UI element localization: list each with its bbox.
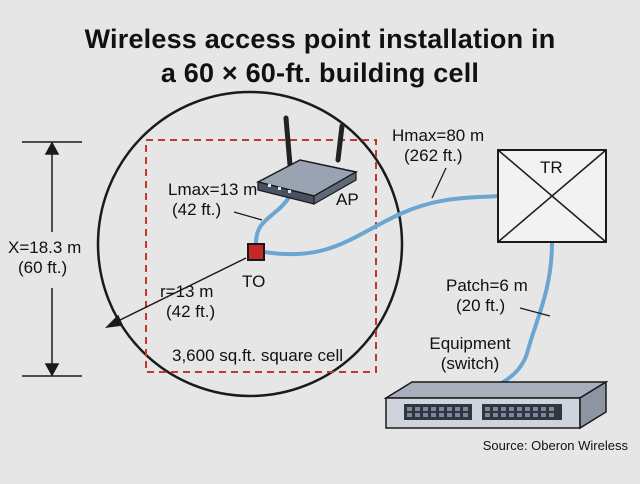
patch-feet: (20 ft.) xyxy=(456,296,506,315)
lmax-meters: Lmax=13 m xyxy=(168,180,258,199)
equipment-label: Equipment xyxy=(429,334,511,353)
lmax-cable xyxy=(254,194,292,245)
square-cell-label: 3,600 sq.ft. square cell xyxy=(172,346,344,365)
hmax-cable xyxy=(262,194,502,257)
equipment-sublabel: (switch) xyxy=(440,354,500,373)
ap-label: AP xyxy=(336,190,359,209)
telecom-outlet-icon xyxy=(247,243,265,261)
lmax-feet: (42 ft.) xyxy=(172,200,222,219)
tr-label: TR xyxy=(540,158,563,177)
hmax-meters: Hmax=80 m xyxy=(392,126,485,145)
radius-arrow xyxy=(104,257,247,329)
source-credit: Source: Oberon Wireless xyxy=(482,438,628,453)
access-point-router-icon xyxy=(255,115,359,206)
switch-equipment-icon xyxy=(383,380,609,430)
dimension-line-x xyxy=(22,141,82,377)
radius-feet: (42 ft.) xyxy=(166,302,216,321)
x-dimension-meters: X=18.3 m xyxy=(8,238,82,257)
title-line-1: Wireless access point installation in xyxy=(84,24,556,54)
hmax-feet: (262 ft.) xyxy=(404,146,463,165)
telecom-room-box-icon xyxy=(497,149,607,243)
radius-meters: r=13 m xyxy=(160,282,214,301)
patch-meters: Patch=6 m xyxy=(446,276,528,295)
x-dimension-feet: (60 ft.) xyxy=(18,258,68,277)
cables xyxy=(254,194,554,386)
to-label: TO xyxy=(242,272,266,291)
patch-cable xyxy=(498,240,554,386)
label-pointers xyxy=(233,167,551,317)
title-line-2: a 60 × 60-ft. building cell xyxy=(160,58,480,88)
square-cell-boundary xyxy=(145,139,377,373)
